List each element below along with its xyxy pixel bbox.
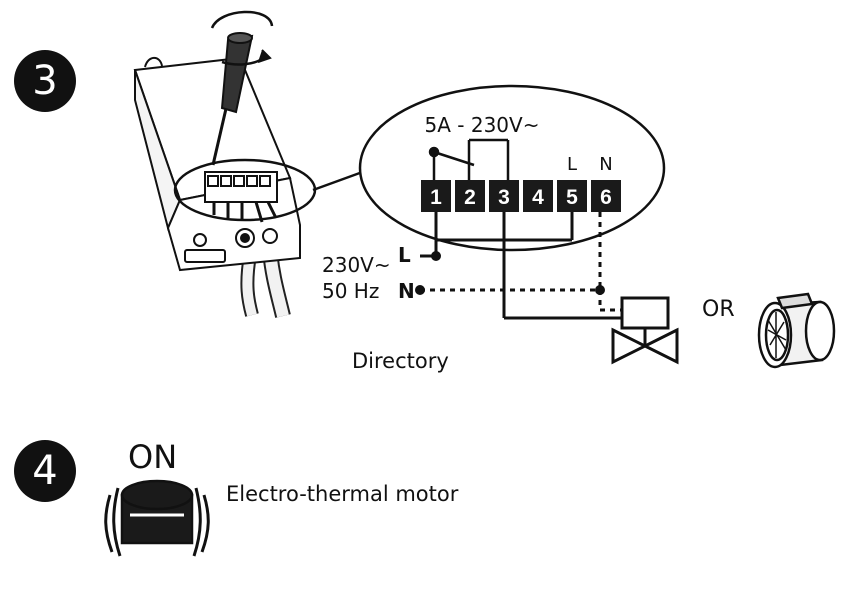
terminal-strip: 1 2 3 4 5 6 [421,180,621,212]
terminal-3-label: 3 [498,186,510,209]
terminal-4 [523,180,553,212]
terminal-5-tag: L [567,154,577,175]
terminal-5 [557,180,587,212]
terminal-6-label: 6 [600,186,612,209]
damper-icon [757,292,836,369]
neutral-label: N [398,279,415,303]
motor-state-label: ON [128,438,178,476]
terminal-zoom-ellipse [358,84,666,252]
supply-frequency-label: 50 Hz [322,279,379,303]
terminal-4-label: 4 [532,186,544,209]
electrothermal-motor-icon [104,479,210,557]
motor-caption: Electro-thermal motor [226,482,459,506]
line-label: L [398,243,411,267]
terminal-6-tag: N [599,154,612,175]
rating-label: 5A - 230V~ [425,113,540,137]
wiring-lines [420,212,622,320]
supply-voltage-label: 230V~ [322,253,391,277]
diagram-caption: Directory [352,349,449,373]
device-illustration [133,10,317,318]
relay-contact [428,138,510,180]
terminal-3 [489,180,519,212]
zoom-connector-line [312,168,369,192]
step-3-badge: 3 [14,50,76,112]
terminal-2 [455,180,485,212]
terminal-1-label: 1 [430,186,442,209]
terminal-5-label: 5 [566,186,578,209]
or-label: OR [702,297,735,322]
terminal-1 [421,180,451,212]
valve-actuator-icon [611,296,679,365]
terminal-2-label: 2 [464,186,476,209]
terminal-6 [591,180,621,212]
step-4-badge: 4 [14,440,76,502]
